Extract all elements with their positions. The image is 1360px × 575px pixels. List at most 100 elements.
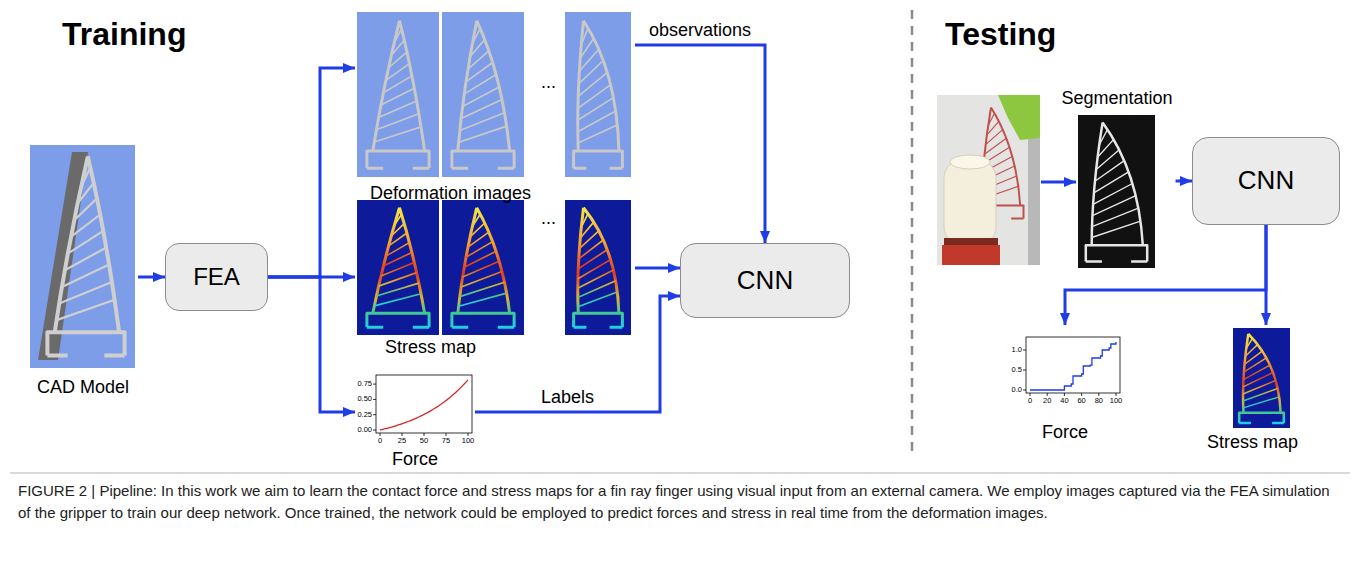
illustrations [47, 12, 1283, 436]
network-box: CNN [1192, 137, 1340, 225]
chart-frame [1026, 337, 1120, 393]
tick-mark [380, 433, 381, 436]
chart-curve [1030, 342, 1116, 390]
axis-tick: 20 [1043, 397, 1051, 406]
stress-fin [1239, 334, 1284, 423]
stress-fin [367, 208, 429, 327]
label-wrap: 75 [442, 437, 450, 446]
axis-tick: 40 [1060, 397, 1068, 406]
caption-wrap: FIGURE 2 | Pipeline: In this work we aim… [18, 480, 1342, 524]
node-text: ... [541, 208, 556, 229]
node-text: ... [541, 72, 556, 93]
node-text: Deformation images [370, 183, 531, 204]
tick-mark [446, 433, 447, 436]
tick-mark [1030, 393, 1031, 396]
network-box: CNN [680, 243, 850, 318]
stress-image [565, 200, 631, 335]
label-wrap: 0.25 [357, 410, 372, 419]
tick-mark [1023, 390, 1026, 391]
tick-mark [1047, 393, 1048, 396]
axis-tick: 80 [1095, 397, 1103, 406]
label-wrap: 1.0 [1012, 346, 1022, 355]
label-wrap: Training [62, 16, 186, 53]
flow-arrow [1265, 225, 1268, 325]
axis-tick: 0.5 [1012, 366, 1022, 375]
label-wrap: 20 [1043, 397, 1051, 406]
node-text: CNN [737, 266, 793, 296]
stress-image [442, 200, 524, 335]
deformation-fin-ribs [578, 28, 618, 143]
segmentation-fin [1086, 122, 1147, 261]
flow-arrow [268, 277, 355, 412]
divider-line [911, 10, 914, 458]
node-text: Segmentation [1061, 88, 1172, 109]
stress-image [1233, 328, 1290, 428]
tick-mark [402, 433, 403, 436]
deformation-fin-ribs [374, 29, 421, 142]
chart-curve [380, 380, 468, 430]
label-wrap: 60 [1077, 397, 1085, 406]
flow-arrow [475, 296, 680, 412]
tick-mark [1023, 370, 1026, 371]
label-wrap: 0.0 [1012, 386, 1022, 395]
node-text: Force [392, 449, 438, 470]
deformation-fin [574, 21, 623, 169]
stress-fin [574, 208, 623, 327]
axis-tick: 0.00 [357, 426, 372, 435]
label-wrap: Testing [945, 16, 1056, 53]
stress-fin-ribs [459, 214, 507, 306]
chart-panel: Force [355, 372, 475, 470]
deformation-image [565, 12, 631, 177]
axis-tick: 100 [462, 437, 475, 446]
tick-mark [373, 399, 376, 400]
node-text: Force [1042, 422, 1088, 443]
axis-tick: 0 [378, 437, 382, 446]
flow-arrow [268, 68, 355, 277]
flow-arrow [635, 267, 680, 270]
tick-mark [1116, 393, 1117, 396]
tick-mark [1098, 393, 1099, 396]
segmentation-fin-ribs [1092, 130, 1141, 238]
tick-mark [373, 414, 376, 415]
cad-fin-ribs [57, 167, 115, 320]
axis-tick: 100 [1110, 397, 1123, 406]
image-panel: Segmentation [1058, 88, 1175, 270]
segmentation-image [1078, 115, 1155, 268]
axis-tick: 0.50 [357, 395, 372, 404]
axis-tick: 0.0 [1012, 386, 1022, 395]
label-wrap: 100 [462, 437, 475, 446]
section-heading: Testing [945, 16, 1056, 53]
label-wrap: 25 [398, 437, 406, 446]
tick-mark [1081, 393, 1082, 396]
flow-arrow [1065, 225, 1266, 325]
tick-mark [424, 433, 425, 436]
image-panel: ... Deformation images [355, 10, 635, 204]
deformation-image [442, 12, 524, 177]
process-box: FEA [165, 243, 268, 311]
tick-mark [373, 384, 376, 385]
tick-mark [1064, 393, 1065, 396]
photo-ring [944, 238, 998, 246]
edge-label-wrap: observations [647, 20, 753, 41]
tick-mark [373, 430, 376, 431]
node-text: FEA [193, 263, 240, 291]
tick-mark [1023, 350, 1026, 351]
caption-rule [10, 473, 1350, 474]
stress-fin-ribs [1243, 338, 1279, 408]
label-wrap: 80 [1095, 397, 1103, 406]
image-panel: CAD Model [28, 140, 138, 398]
label-wrap: 0.00 [357, 426, 372, 435]
edge-label-wrap: Labels [539, 387, 596, 408]
photo-object [944, 160, 996, 245]
axis-tick: 25 [398, 437, 406, 446]
axis-tick: 1.0 [1012, 346, 1022, 355]
flow-arrow [138, 276, 165, 279]
node-text: Stress map [1207, 432, 1298, 453]
cad-image [30, 145, 135, 368]
label-wrap: 0 [378, 437, 382, 446]
image-panel: Stress map [1195, 325, 1310, 453]
deformation-fin-ribs [459, 29, 507, 143]
label-wrap: 0.5 [1012, 366, 1022, 375]
section-heading: Training [62, 16, 186, 53]
